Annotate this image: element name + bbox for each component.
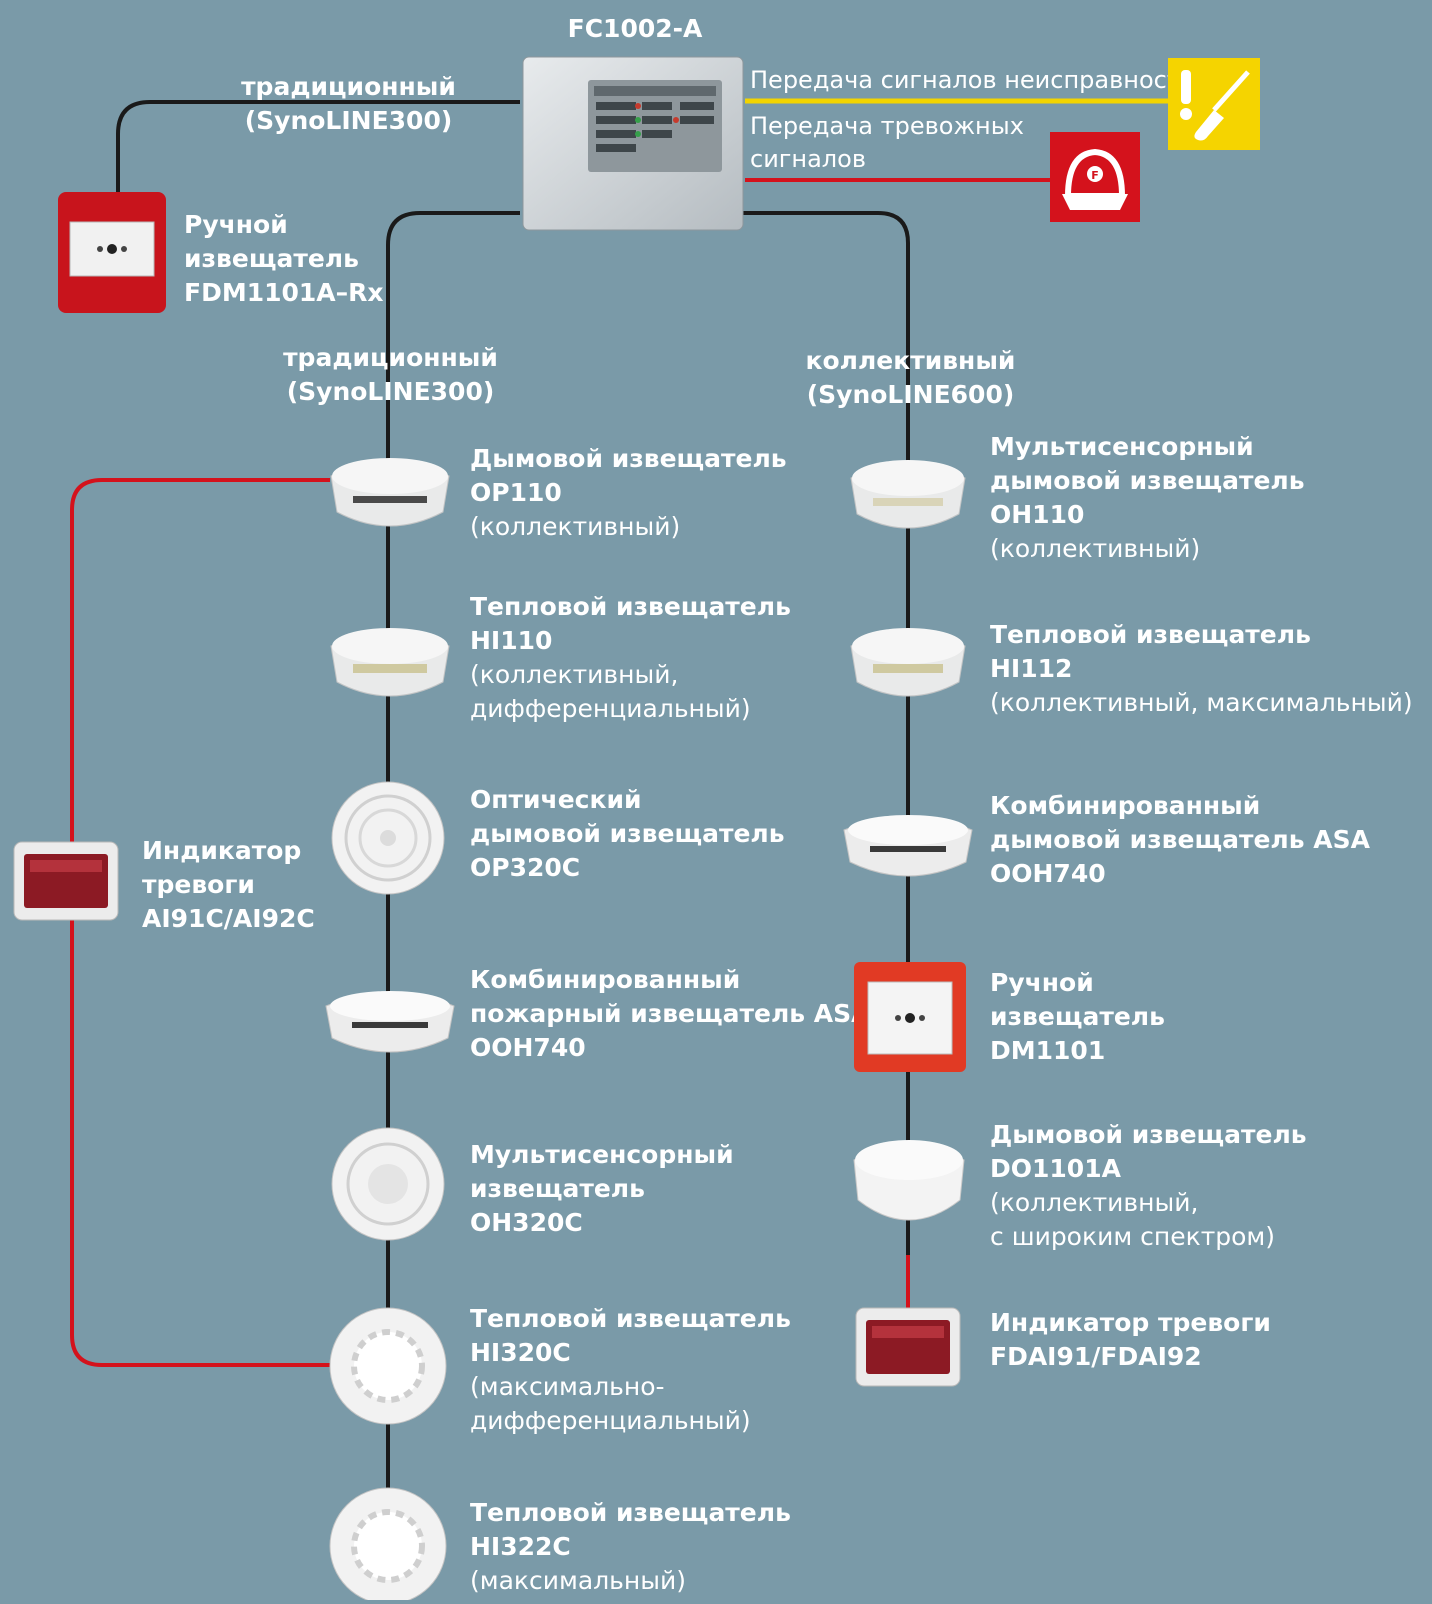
alarm-signal-label: Передача тревожных сигналов — [750, 112, 1024, 173]
smoke-detector-do1101a-icon — [850, 1130, 968, 1238]
multi-detector-ooh740-right-icon — [840, 800, 976, 884]
multisensor-smoke-detector-icon — [845, 444, 971, 540]
optical-smoke-detector-icon — [328, 780, 448, 896]
heat-detector-hi112-icon — [845, 612, 971, 708]
multi-detector-ooh740-icon — [322, 976, 458, 1060]
panel-title: FC1002-A — [567, 14, 703, 43]
left-loop-cable — [386, 211, 520, 1585]
alarm-indicator-fdai91-icon — [854, 1306, 962, 1388]
fault-signal-label: Передача сигналов неисправности — [750, 66, 1197, 94]
control-panel-fc1002a — [522, 56, 744, 231]
heat-detector-hi320c-icon — [328, 1306, 448, 1426]
right-loop-cable-label: коллективный(SynoLINE600) — [805, 346, 1016, 409]
right-loop-cable — [740, 211, 910, 1255]
multisensor-detector-icon — [328, 1126, 448, 1242]
manual-call-point-icon — [56, 190, 168, 315]
fire-brigade-icon: F — [1050, 132, 1140, 222]
alarm-indicator-icon — [12, 840, 120, 922]
indicator-wire-left — [70, 478, 330, 1367]
svg-text:F: F — [1091, 169, 1099, 182]
heat-detector-icon — [325, 612, 455, 708]
top-left-cable — [116, 100, 520, 196]
manual-call-point-dm1101-icon — [852, 960, 968, 1074]
smoke-detector-icon — [325, 442, 455, 538]
top-cable-label: традиционный(SynoLINE300) — [241, 72, 456, 135]
heat-detector-hi322c-icon — [328, 1486, 448, 1604]
fault-tool-icon — [1168, 58, 1260, 150]
left-loop-cable-label: традиционный(SynoLINE300) — [283, 343, 498, 406]
